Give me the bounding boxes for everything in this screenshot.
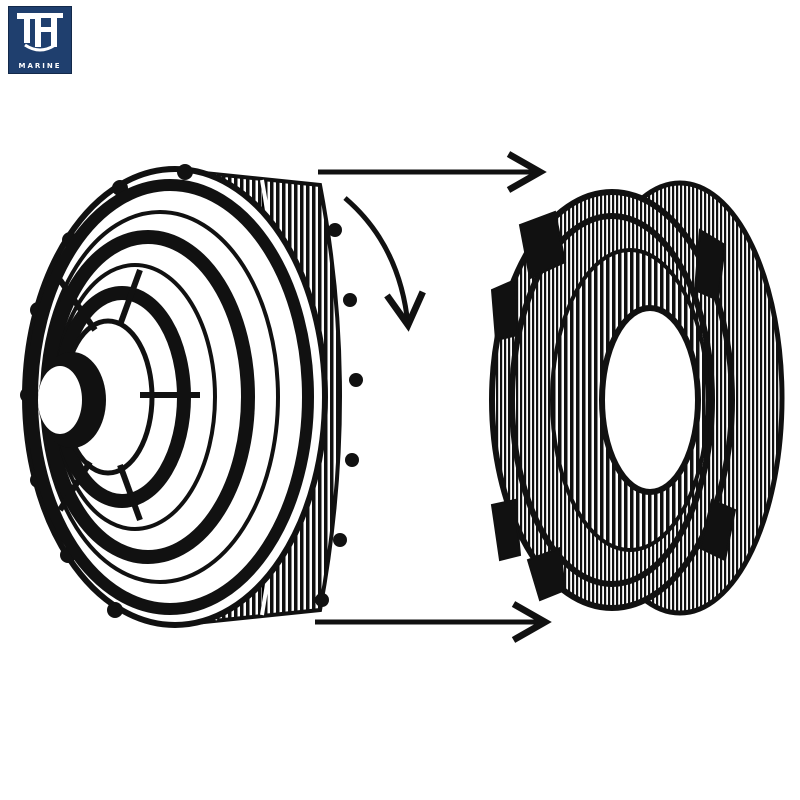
brand-logo: MARINE xyxy=(8,6,72,74)
logo-text: MARINE xyxy=(18,62,62,70)
filter-element xyxy=(20,164,363,628)
filter-cap xyxy=(489,180,785,616)
arrow-curved-down xyxy=(343,196,426,332)
th-logo-icon xyxy=(17,13,63,52)
